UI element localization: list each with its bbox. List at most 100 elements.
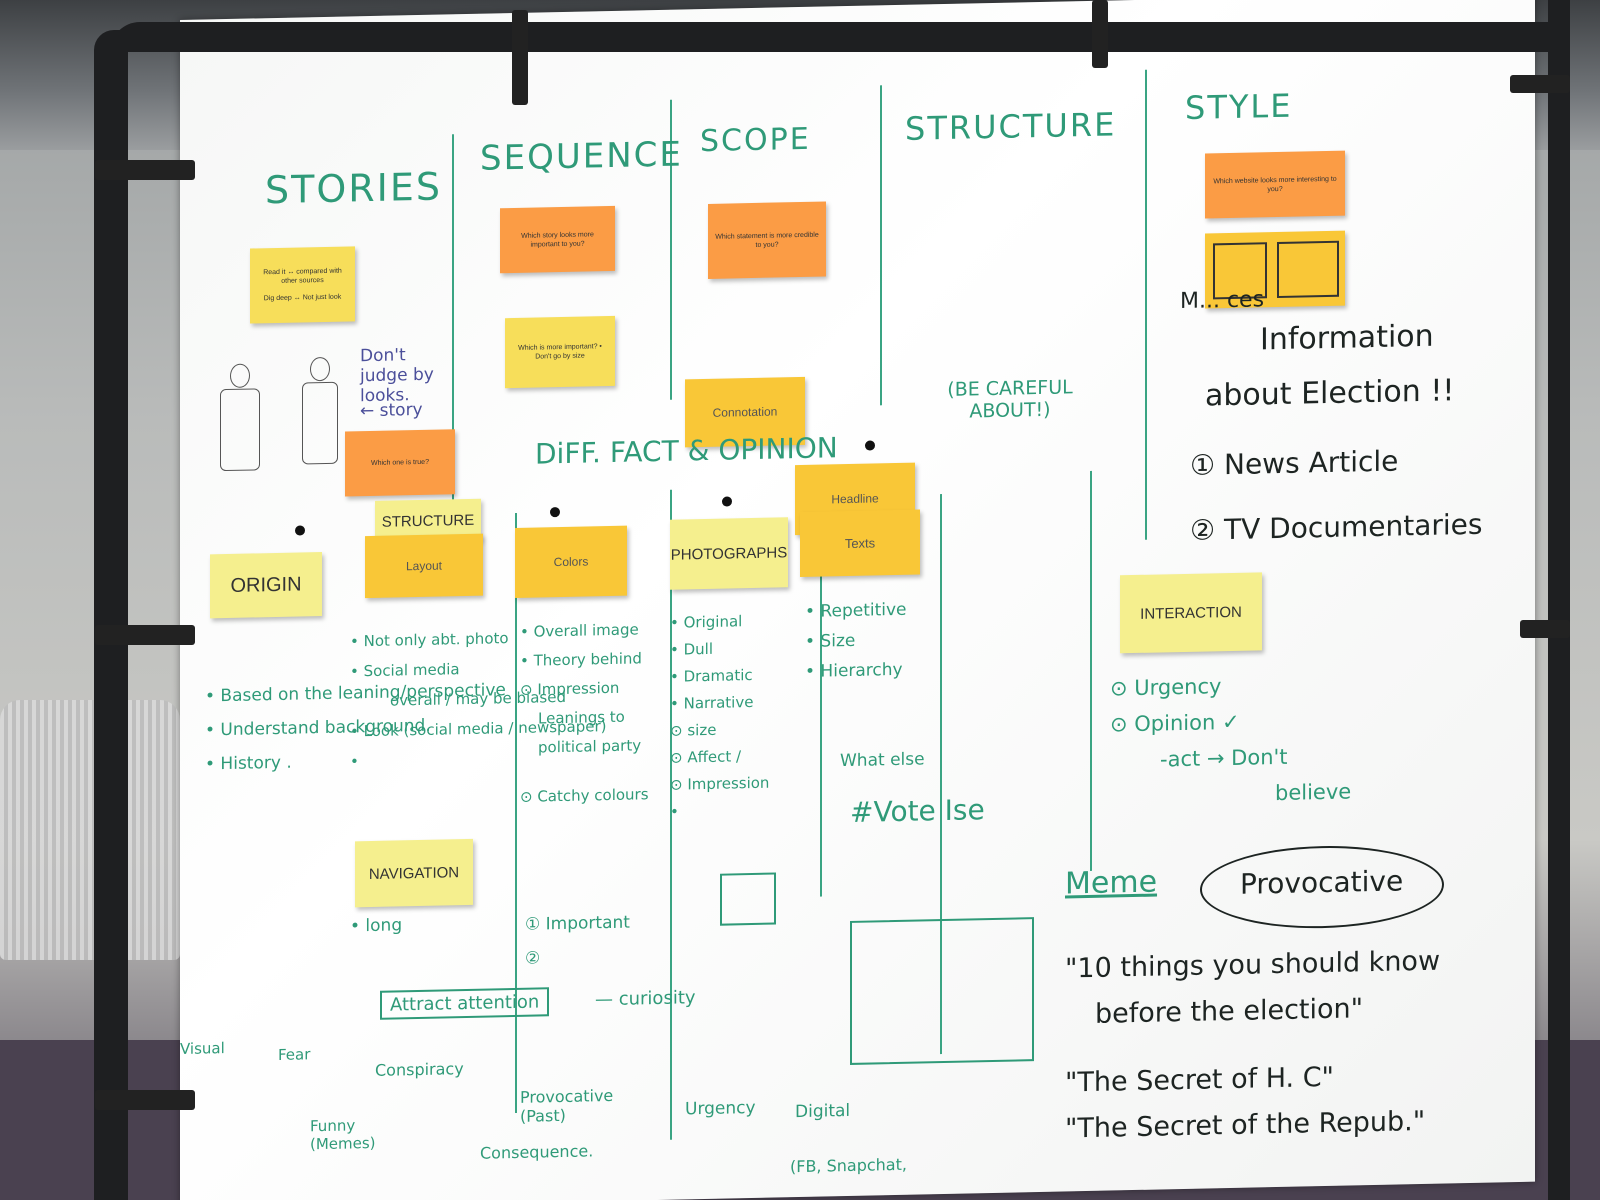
list-item: ② (525, 940, 630, 976)
person-sketch (310, 357, 330, 381)
be-careful: (BE CAREFUL ABOUT!) (925, 376, 1095, 424)
list-item: ⊙ Impression (520, 673, 668, 705)
sticky-note-colors: Colors (515, 526, 627, 598)
person-sketch (220, 388, 260, 471)
list-item: -act → Don't (1110, 737, 1351, 778)
column-divider (1145, 70, 1147, 540)
story-label: ← story (360, 400, 423, 421)
meme-label: Meme (1065, 865, 1157, 902)
note-text: Headline (831, 491, 878, 506)
note-text: Which website looks more interesting to … (1211, 174, 1339, 195)
marker-dot (550, 507, 560, 517)
quote-line: "The Secret of the Repub." (1065, 1099, 1440, 1153)
branch-label: (FB, Snapchat, (790, 1155, 907, 1176)
list-item: • Size (805, 625, 907, 657)
board-clamp (1092, 0, 1108, 68)
quote-line: "The Secret of H. C" (1065, 1053, 1440, 1107)
photos-list: • Original • Dull • Dramatic • Narrative… (670, 608, 769, 826)
tv-documentaries-text: ② TV Documentaries (1190, 508, 1482, 547)
branch-label: Funny (Memes) (310, 1116, 390, 1154)
sticky-note-navigation: NAVIGATION (355, 839, 473, 907)
sticky-note-origin: ORIGIN (210, 552, 322, 618)
list-item: ⊙ Opinion ✓ (1110, 701, 1351, 742)
sticky-note-interaction: INTERACTION (1120, 572, 1262, 653)
note-text: Texts (845, 535, 875, 551)
list-item: • Repetitive (805, 595, 907, 627)
whiteboard: STORIES SEQUENCE SCOPE STRUCTURE STYLE R… (180, 0, 1535, 1200)
list-item: ⊙ Catchy colours (520, 780, 668, 812)
heading-style: STYLE (1185, 87, 1292, 127)
list-item: • Dramatic (670, 662, 769, 691)
board-clamp (512, 10, 528, 105)
heading-stories: STORIES (265, 165, 442, 213)
branch-label: Provocative (Past) (520, 1086, 630, 1126)
list-item: • Theory behind (520, 644, 668, 676)
sticky-note: Which one is true? (345, 429, 455, 496)
marker-dot (865, 440, 875, 450)
diff-fact-opinion: DiFF. FACT & OPINION (535, 431, 838, 470)
list-item: ⊙ Affect / (670, 743, 769, 772)
note-text: Connotation (713, 404, 778, 419)
meme-quotes: "10 things you should know before the el… (1065, 939, 1440, 1153)
board-frame-top (110, 22, 1570, 52)
attract-attention-box: Attract attention (380, 987, 549, 1020)
texts-list: • Repetitive • Size • Hierarchy (805, 595, 907, 687)
sticky-note: Which statement is more credible to you? (708, 201, 826, 278)
what-else: What else (840, 749, 925, 771)
board-clamp (1520, 620, 1570, 638)
note-text: Layout (406, 559, 442, 574)
list-item: ⊙ Urgency (1110, 665, 1351, 706)
news-article-text: ① News Article (1190, 444, 1398, 481)
style-text-fragment: M... ces (1180, 287, 1264, 314)
navigation-item: • long (350, 915, 402, 936)
note-text: ORIGIN (230, 573, 301, 597)
interaction-list: ⊙ Urgency ⊙ Opinion ✓ -act → Don't belie… (1110, 665, 1351, 814)
board-frame-right (1548, 0, 1570, 1200)
chart-sketch (850, 917, 1034, 1065)
note-text: Colors (554, 554, 589, 569)
branch-label: Conspiracy (375, 1059, 464, 1080)
board-frame-left (94, 30, 128, 1200)
sticky-note-layout: Layout (365, 534, 483, 598)
column-divider (880, 85, 882, 405)
note-text: NAVIGATION (369, 864, 459, 883)
list-item: • Dull (670, 635, 769, 664)
list-item: • (670, 797, 769, 826)
sticky-note: Which is more important? • Don't go by s… (505, 316, 615, 388)
board-clamp (95, 625, 195, 645)
branch-label: Digital (795, 1101, 850, 1122)
dont-judge-text: Don't judge by looks. (360, 345, 440, 407)
list-item: ⊙ size (670, 716, 769, 745)
wireframe-sketch (1277, 241, 1339, 298)
note-text: INTERACTION (1140, 603, 1242, 622)
branch-label: Fear (278, 1045, 310, 1064)
column-divider (515, 513, 517, 1113)
note-text: Dig deep ↔ Not just look (264, 293, 341, 304)
sticky-note: Which story looks more important to you? (500, 206, 615, 273)
heading-structure: STRUCTURE (905, 105, 1116, 147)
person-sketch (230, 364, 250, 388)
heading-sequence: SEQUENCE (480, 134, 683, 178)
branch-label: Urgency (685, 1098, 756, 1119)
note-text: PHOTOGRAPHS (671, 544, 787, 563)
list-item: believe (1110, 773, 1351, 814)
marker-dot (295, 525, 305, 535)
sticky-note: Read it ↔ compared with other sources Di… (250, 246, 355, 323)
board-clamp (1510, 75, 1570, 93)
column-divider (1090, 471, 1092, 871)
list-item: • Hierarchy (805, 655, 907, 687)
note-text: Which statement is more credible to you? (714, 230, 820, 250)
crossed-box-sketch (720, 873, 776, 926)
list-item: Leanings to political party (520, 702, 668, 763)
quote-line: before the election" (1065, 985, 1440, 1039)
branch-label: Consequence. (480, 1141, 593, 1162)
list-item: • Overall image (520, 615, 668, 647)
branch-label: Visual (180, 1039, 225, 1058)
note-text: STRUCTURE (382, 511, 475, 530)
about-election-text: about Election !! (1205, 373, 1454, 413)
information-text: Information (1260, 319, 1434, 358)
note-text: Which is more important? • Don't go by s… (511, 342, 609, 362)
board-clamp (95, 160, 195, 180)
vote-hashtag: #Vote Ise (850, 793, 985, 829)
